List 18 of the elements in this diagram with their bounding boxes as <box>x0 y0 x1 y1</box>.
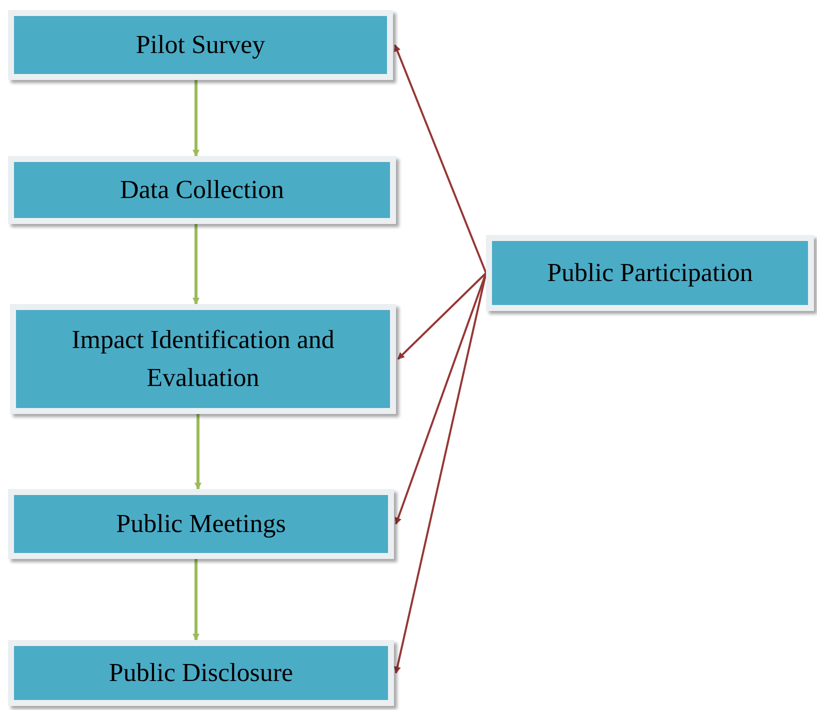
box-label: Public Disclosure <box>108 657 294 689</box>
process-box <box>486 235 814 311</box>
arrow <box>192 224 200 305</box>
arrow <box>394 44 487 274</box>
arrow <box>397 272 487 360</box>
process-box <box>8 489 394 559</box>
box-label: Impact Identification and Evaluation <box>70 324 336 394</box>
process-box <box>8 10 393 80</box>
arrow <box>194 414 202 490</box>
box-label: Pilot Survey <box>136 29 266 61</box>
process-box <box>8 156 396 224</box>
box-label: Data Collection <box>120 174 284 206</box>
arrow <box>192 559 200 641</box>
arrow <box>192 80 200 157</box>
box-label: Public Participation <box>547 257 753 289</box>
process-box <box>10 304 396 414</box>
box-label: Public Meetings <box>116 508 286 540</box>
process-box <box>8 640 394 706</box>
